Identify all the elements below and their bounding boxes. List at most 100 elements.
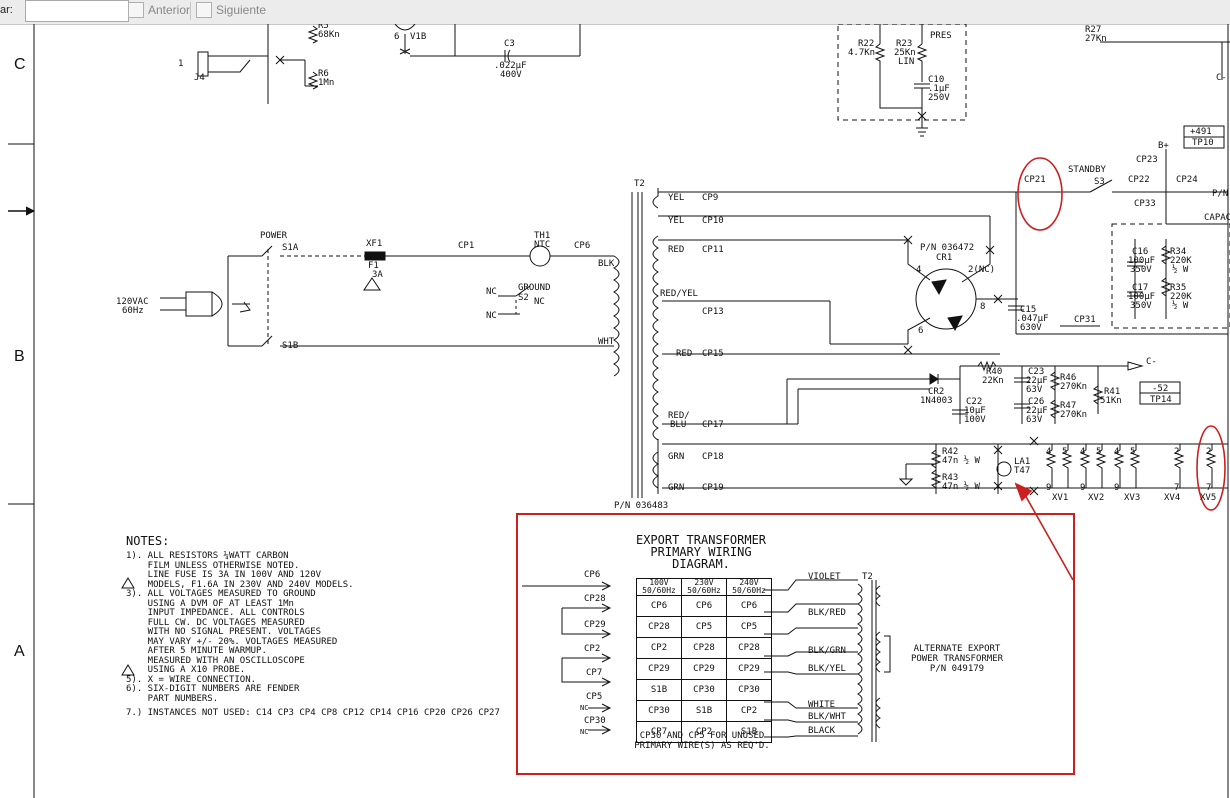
- label-capac: CAPAC: [1204, 213, 1230, 223]
- export-title: EXPORT TRANSFORMER PRIMARY WIRING DIAGRA…: [616, 534, 786, 570]
- find-input[interactable]: [25, 0, 129, 22]
- label-j4pin: 1: [178, 59, 183, 69]
- label-r34v1: 220K: [1170, 256, 1192, 266]
- pin-number: 9: [1114, 483, 1119, 493]
- note-line: MAY VARY +/- 20%. VOLTAGES MEASURED: [126, 636, 338, 647]
- label-nc3: NC: [486, 311, 497, 321]
- table-cell: S1B: [726, 721, 772, 743]
- label-c10: C10: [928, 75, 944, 85]
- label-tp14: TP14: [1150, 395, 1172, 405]
- label-r5: R5: [318, 24, 329, 31]
- export-input-label: CP28: [584, 594, 606, 604]
- pin-number: 4: [1046, 447, 1051, 457]
- label-redblu2: BLU: [670, 420, 686, 430]
- label-la1: LA1: [1014, 457, 1030, 467]
- label-c3v1: .022µF: [494, 61, 527, 71]
- wire-color-label: BLK/GRN: [808, 646, 846, 656]
- label-cp13: CP13: [702, 307, 724, 317]
- label-cp21: CP21: [1024, 175, 1046, 185]
- export-input-label: CP6: [584, 570, 601, 580]
- label-yel1: YEL: [668, 193, 684, 203]
- label-c16: C16: [1132, 247, 1148, 257]
- pin-number: 9: [1046, 483, 1051, 493]
- label-s3: S3: [1094, 177, 1105, 187]
- label-cp22: CP22: [1128, 175, 1150, 185]
- note-line: 6). SIX-DIGIT NUMBERS ARE FENDER: [126, 684, 300, 694]
- warning-triangle-icon: [121, 664, 135, 676]
- label-r35v1: 220K: [1170, 292, 1192, 302]
- label-v1b: V1B: [410, 32, 426, 42]
- label-c10v1: .1µF: [928, 84, 950, 94]
- label-c-ref: C-: [1216, 73, 1227, 83]
- next-button[interactable]: Siguiente: [196, 1, 266, 19]
- label-c26: C26: [1028, 397, 1044, 407]
- note-line: 7.) INSTANCES NOT USED: C14 CP3 CP4 CP8 …: [126, 708, 500, 718]
- note-line: FILM UNLESS OTHERWISE NOTED.: [126, 560, 300, 571]
- pin-number: 7: [1174, 483, 1179, 493]
- label-cp15: CP15: [702, 349, 724, 359]
- label-cr2: CR2: [928, 387, 944, 397]
- note-line: FULL CW. DC VOLTAGES MEASURED: [126, 617, 305, 628]
- next-label: Siguiente: [216, 3, 267, 17]
- export-title-line: PRIMARY WIRING: [650, 545, 752, 559]
- wire-color-label: WHITE: [808, 700, 836, 710]
- label-yel2: YEL: [668, 216, 684, 226]
- label-f1v: 3A: [372, 270, 383, 280]
- label-cp19: CP19: [702, 483, 724, 493]
- wire-color-label: BLK/WHT: [808, 712, 846, 722]
- note-line: MEASURED WITH AN OSCILLOSCOPE: [126, 655, 305, 666]
- label-r41v: 51Kn: [1100, 396, 1122, 406]
- export-wiring-lines: [522, 579, 891, 742]
- label-ntc: NTC: [534, 240, 550, 250]
- toolbar-divider: [190, 2, 191, 20]
- export-title-line: EXPORT TRANSFORMER: [635, 533, 767, 547]
- label-cr1-4: 4: [916, 265, 921, 275]
- label-r23: R23: [896, 39, 912, 49]
- label-cp17: CP17: [702, 420, 724, 430]
- label-c15v2: 630V: [1020, 323, 1042, 333]
- label-lin: LIN: [898, 57, 914, 67]
- export-footer: CP30 AND CP5 FOR UNUSED PRIMARY WIRE(S) …: [622, 731, 782, 751]
- note-line: 1). ALL RESISTORS ¼WATT CARBON: [126, 551, 289, 561]
- label-xv5: XV5: [1200, 493, 1216, 503]
- label-mains2: 60Hz: [122, 306, 144, 316]
- label-redyel: RED/YEL: [660, 289, 698, 299]
- label-red1: RED: [668, 245, 684, 255]
- pin-number: 9: [1080, 483, 1085, 493]
- label-v1pin: 6: [394, 32, 399, 42]
- viewer-toolbar: ar: Anterior Siguiente: [0, 0, 1230, 25]
- table-cell: CP5: [726, 616, 772, 638]
- warning-triangle-icon: [121, 577, 135, 589]
- wire-color-label: BLK/YEL: [808, 664, 846, 674]
- export-input-label: CP7: [586, 668, 603, 678]
- label-s2: S2: [518, 293, 529, 303]
- export-t2-label: T2: [862, 572, 873, 582]
- label-r6v: 1Mn: [318, 78, 334, 88]
- note-line: PART NUMBERS.: [126, 693, 219, 704]
- label-r22v: 4.7Kn: [848, 48, 875, 58]
- label-r46: R46: [1060, 373, 1076, 383]
- next-icon: [196, 2, 212, 18]
- label-c-minus: C-: [1146, 357, 1157, 367]
- label-tp14v: -52: [1152, 384, 1168, 394]
- export-diagram: EXPORT TRANSFORMER PRIMARY WIRING DIAGRA…: [518, 532, 1072, 772]
- previous-button[interactable]: Anterior: [128, 1, 190, 19]
- label-la1v: T47: [1014, 466, 1030, 476]
- label-pn: P/N: [1212, 189, 1228, 199]
- pin-number: 5: [1062, 447, 1067, 457]
- label-nc1: NC: [486, 287, 497, 297]
- zone-label-a: A: [14, 643, 25, 660]
- label-mains1: 120VAC: [116, 297, 149, 307]
- previous-icon: [128, 2, 144, 18]
- label-c23: C23: [1028, 367, 1044, 377]
- note-line: AFTER 5 MINUTE WARMUP.: [126, 646, 267, 656]
- label-cp1: CP1: [458, 241, 474, 251]
- label-grn2: GRN: [668, 483, 684, 493]
- label-wht: WHT: [598, 337, 615, 347]
- label-blk: BLK: [598, 259, 615, 269]
- label-pn-cr1: P/N 036472: [920, 243, 974, 253]
- label-c16v2: 350V: [1130, 265, 1152, 275]
